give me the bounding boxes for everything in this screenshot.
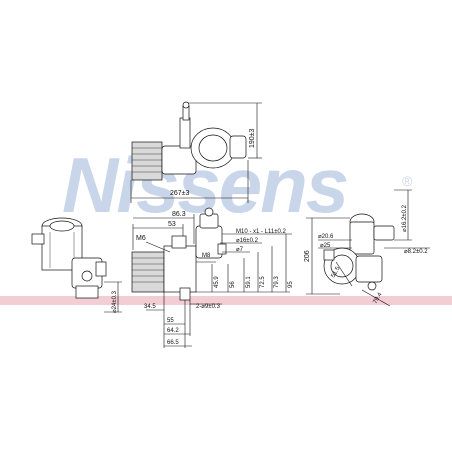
side-view: 206 ⌀16.2±0.2 ⌀20.6 ⌀25 ⌀8.2±0.2 51.5 79… bbox=[304, 189, 430, 307]
brand-band bbox=[0, 296, 452, 305]
side-dia25-label: ⌀25 bbox=[320, 243, 331, 249]
side-r79-label: 79.4 bbox=[373, 291, 384, 305]
left-view: ⌀24±0.3 bbox=[31, 217, 122, 313]
top-width-label: 267±3 bbox=[170, 190, 190, 197]
front-w66-label: 66.5 bbox=[167, 340, 179, 346]
front-dia7-label: ⌀7 bbox=[236, 247, 244, 253]
side-206-label: 206 bbox=[304, 250, 311, 262]
front-dia16-label: ⌀16±0.2 bbox=[236, 238, 259, 244]
front-w64-label: 64.2 bbox=[167, 328, 179, 334]
left-dia-label: ⌀24±0.3 bbox=[112, 290, 118, 313]
front-h59-label: 59.1 bbox=[246, 276, 252, 288]
side-r51-label: 51.5 bbox=[331, 265, 342, 279]
front-h79-label: 79.3 bbox=[274, 276, 280, 288]
front-53-label: 53 bbox=[168, 221, 176, 228]
front-holes-label: 2-⌀9±0.3 bbox=[196, 304, 221, 310]
front-86-label: 86.3 bbox=[172, 211, 186, 218]
front-h95-label: 95 bbox=[288, 281, 294, 288]
front-view: 86.3 53 M6 M10 - x1 - L11±0.2 ⌀16±0.2 ⌀7… bbox=[131, 207, 294, 348]
top-height-label: 190±3 bbox=[249, 128, 256, 148]
front-w55-label: 55 bbox=[167, 318, 174, 324]
side-dia20-label: ⌀20.6 bbox=[318, 234, 334, 240]
front-w34-label: 34.5 bbox=[144, 304, 156, 310]
front-h72-label: 72.5 bbox=[260, 276, 266, 288]
side-dia16-label: ⌀16.2±0.2 bbox=[402, 204, 408, 232]
registered-mark: ® bbox=[402, 173, 413, 189]
front-h56-label: 56 bbox=[230, 281, 236, 288]
front-m6-label: M6 bbox=[136, 235, 146, 242]
top-view: 267±3 190±3 bbox=[130, 101, 262, 203]
front-h45-label: 45.9 bbox=[214, 276, 220, 288]
side-dia8-label: ⌀8.2±0.2 bbox=[404, 249, 428, 255]
front-m8-label: M8 bbox=[202, 253, 211, 259]
front-thread-label: M10 - x1 - L11±0.2 bbox=[236, 229, 287, 235]
